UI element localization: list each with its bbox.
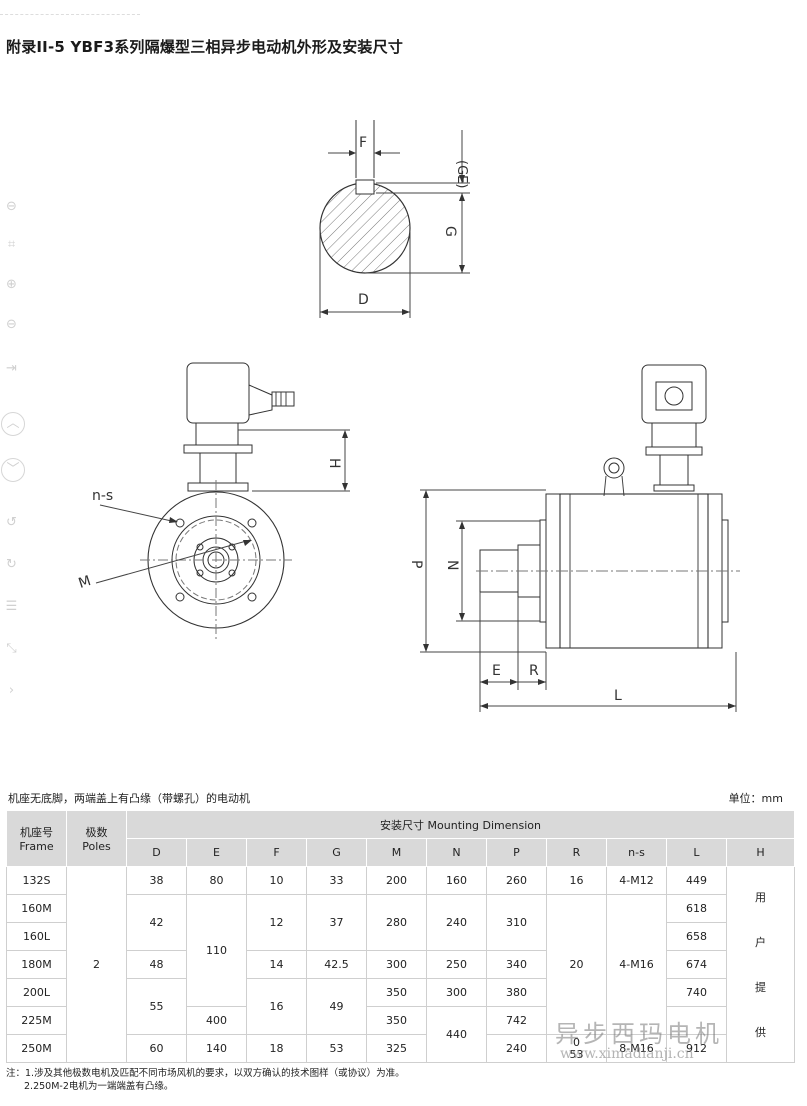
top-divider [0,14,140,15]
col-R: R [546,838,607,867]
table-row: 225M 400 350 440 742 [6,1006,795,1063]
export-icon[interactable]: ⇥ [6,361,17,376]
dim-E: E [492,663,501,679]
undo-icon[interactable]: ↺ [6,515,17,530]
zoom-out-icon[interactable]: ⊖ [6,317,17,332]
table-row: 200L 55 16 49 350 300 380 740 [6,978,795,1035]
page-down-icon[interactable]: ﹀ [1,458,25,482]
dim-G: G [442,226,458,237]
col-ns: n-s [606,838,667,867]
table-row: 132S 2 38 80 10 33 200 160 260 16 4-M12 … [6,866,796,1063]
next-icon[interactable]: › [8,683,15,698]
col-G: G [306,838,367,867]
col-H-value: 用 户 提 供 [725,866,796,1063]
dim-GE: (GE) [454,160,469,188]
col-H: H [725,838,796,867]
dim-M: M [77,573,93,592]
dim-P: P [408,560,424,568]
front-view: H n-s M [77,362,350,640]
zoom-in-icon[interactable]: ⊕ [6,277,17,292]
table-row: 160L 658 [6,922,795,951]
document-icon[interactable]: ☰ [5,599,18,614]
footnotes: 注：1.涉及其他极数电机及匹配不同市场风机的要求，以双方确认的技术图样（或协议）… [6,1067,405,1093]
dim-H: H [326,458,342,469]
dim-L: L [614,688,622,704]
unit-label: 单位：mm [728,792,783,805]
dim-ns: n-s [92,488,113,504]
table-row: 160M 42 110 12 37 280 240 310 20 4-M16 6… [6,894,795,1035]
dim-R: R [529,663,539,679]
page-up-icon[interactable]: ︿ [1,412,25,436]
dim-F: F [359,135,367,151]
table-row: 180M 48 14 42.5 300 250 340 674 [6,950,795,979]
dim-D: D [358,292,369,308]
header-mounting: 安装尺寸 Mounting Dimension [125,810,796,839]
motor-outline-drawing: F (GE) G D H [77,120,740,712]
col-M: M [366,838,427,867]
watermark-url: www.ximadianji.cn [560,1046,694,1062]
redo-icon[interactable]: ↻ [6,557,17,572]
dim-N: N [444,560,460,570]
shaft-section-view: F (GE) G D [319,120,470,318]
col-P: P [486,838,547,867]
note-1: 注：1.涉及其他极数电机及匹配不同市场风机的要求，以双方确认的技术图样（或协议）… [6,1068,405,1079]
note-2: 2.250M-2电机为一端端盖有凸缘。 [24,1081,174,1092]
col-D: D [126,838,187,867]
col-E: E [186,838,247,867]
side-view: P N E R L [408,364,740,712]
table-caption: 机座无底脚，两端盖上有凸缘（带螺孔）的电动机 [8,792,250,805]
col-F: F [246,838,307,867]
rotate-icon[interactable]: ⊖ [6,199,17,214]
fit-page-icon[interactable]: ⌗ [7,237,16,252]
watermark-text: 异步西玛电机 [555,1020,723,1048]
col-L: L [666,838,727,867]
page-title: 附录II-5 YBF3系列隔爆型三相异步电动机外形及安装尺寸 [6,38,404,56]
col-N: N [426,838,487,867]
expand-icon[interactable]: ⤡ [6,641,17,656]
